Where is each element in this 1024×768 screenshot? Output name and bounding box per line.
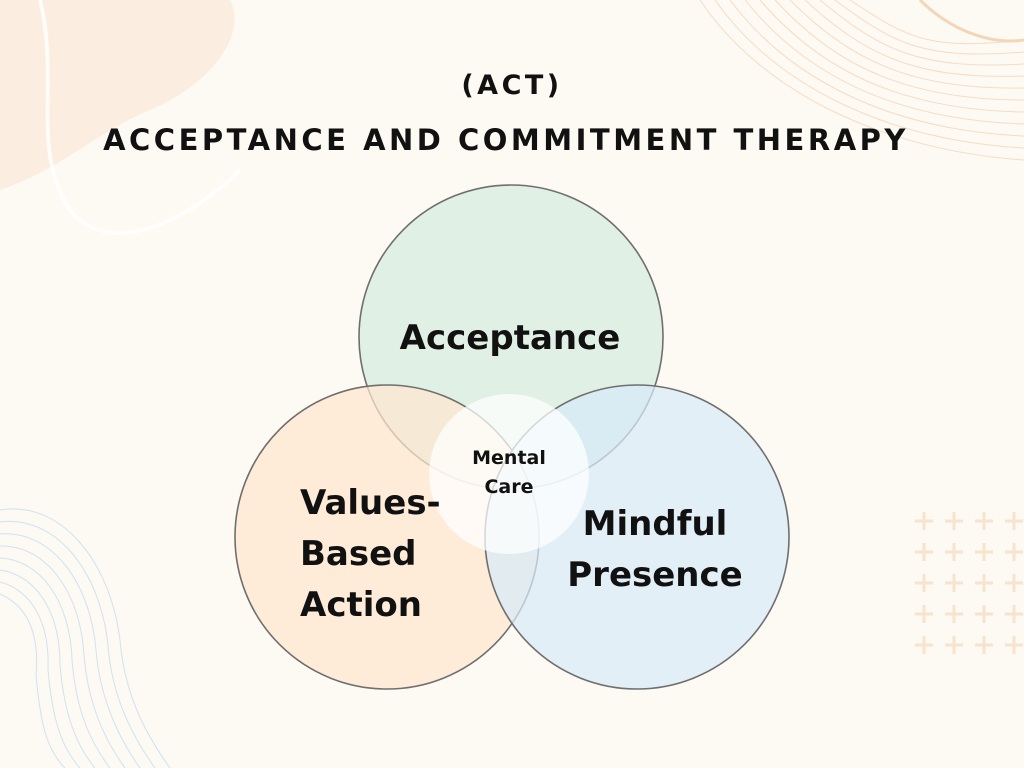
plus-mark [975,636,993,654]
label-values-line3: Action [300,585,422,625]
plus-mark [1005,605,1023,623]
decor-bottom-left-lines [0,508,171,768]
plus-mark [945,543,963,561]
plus-mark [1005,512,1023,530]
label-values-line2: Based [300,534,417,574]
decor-top-left-swirl [0,0,242,235]
label-center-line1: Mental [472,447,546,469]
plus-mark [915,636,933,654]
plus-mark [975,605,993,623]
label-mindful-line1: Mindful [582,504,728,544]
plus-mark [945,636,963,654]
plus-mark [975,574,993,592]
plus-mark [1005,543,1023,561]
label-values-line1: Values- [300,483,441,523]
label-acceptance: Acceptance [399,318,621,358]
plus-mark [975,543,993,561]
title-full: ACCEPTANCE AND COMMITMENT THERAPY [103,123,909,157]
plus-mark [1005,636,1023,654]
label-mindful-line2: Presence [567,555,743,595]
title-act: (ACT) [461,70,563,101]
plus-mark [1005,574,1023,592]
plus-mark [945,605,963,623]
decor-top-right-lines [699,0,1024,161]
plus-mark [975,512,993,530]
plus-mark [915,574,933,592]
label-mindful-presence: Mindful Presence [540,499,770,601]
plus-mark [915,605,933,623]
plus-mark [915,512,933,530]
label-center-line2: Care [484,475,534,498]
plus-mark [915,543,933,561]
circle-mental-care [429,394,589,554]
plus-mark [945,512,963,530]
label-mental-care: Mental Care [440,444,578,501]
decor-plus-grid [915,512,1023,654]
label-values-based-action: Values- Based Action [270,478,460,631]
plus-mark [945,574,963,592]
